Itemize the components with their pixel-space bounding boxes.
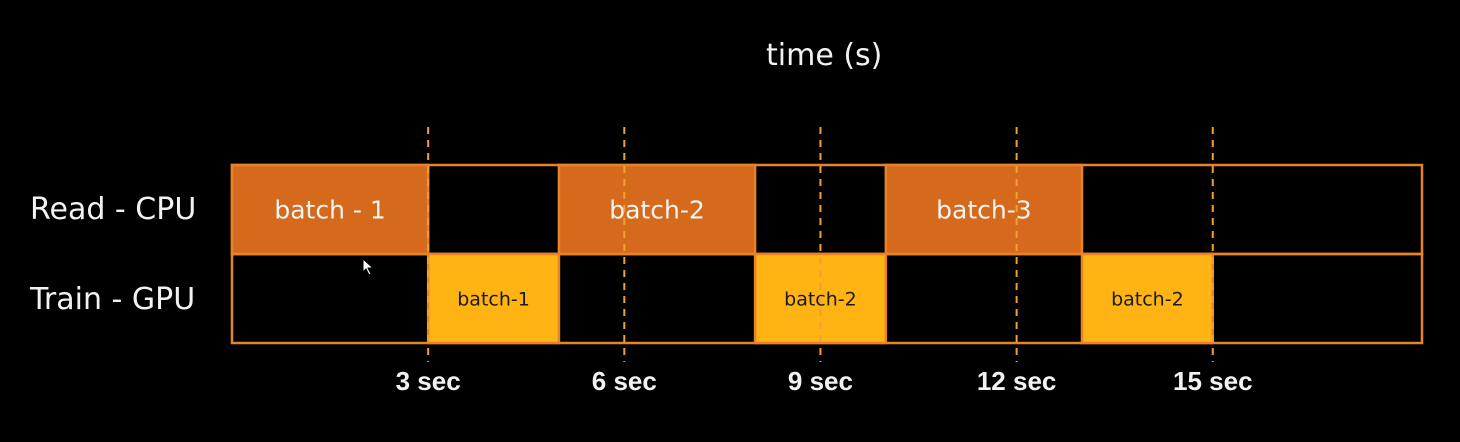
- block-label-0: batch - 1: [274, 196, 385, 225]
- tick-label-6: 6 sec: [591, 366, 657, 396]
- tick-label-15: 15 sec: [1173, 366, 1253, 396]
- mouse-cursor-icon: [362, 258, 375, 276]
- block-label-5: batch-2: [1111, 289, 1184, 311]
- block-5: [1080, 252, 1215, 345]
- block-0: [230, 163, 430, 256]
- axis-title: time (s): [766, 38, 883, 73]
- row-label-cpu: Read - CPU: [30, 192, 197, 227]
- tick-label-3: 3 sec: [395, 366, 461, 396]
- block-label-3: batch-1: [457, 289, 530, 311]
- block-1: [557, 163, 757, 256]
- block-3: [426, 252, 561, 345]
- block-2: [884, 163, 1084, 256]
- tick-label-12: 12 sec: [976, 366, 1057, 396]
- row-label-gpu: Train - GPU: [30, 282, 196, 317]
- tick-label-9: 9 sec: [787, 366, 853, 396]
